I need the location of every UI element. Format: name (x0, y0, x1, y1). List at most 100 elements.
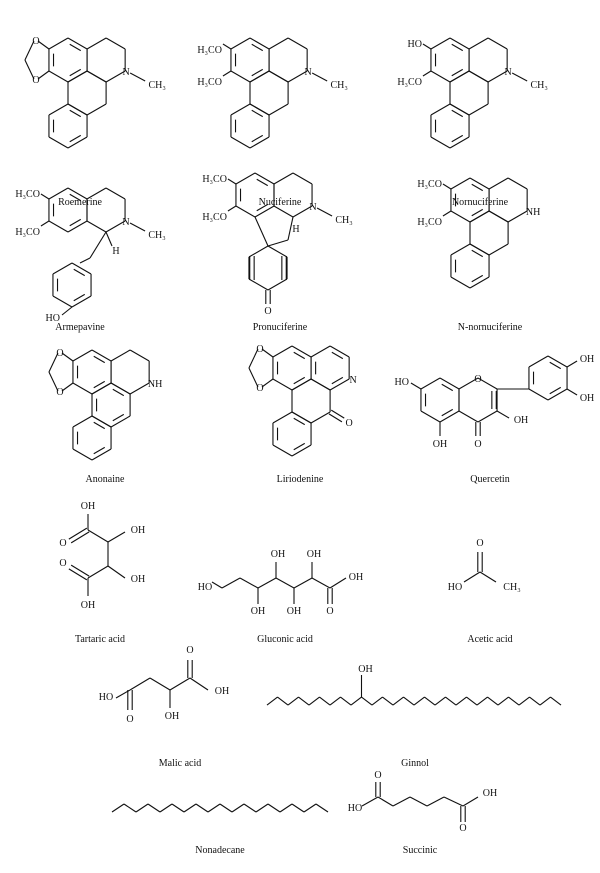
bond (256, 203, 269, 212)
atom-label: HO (348, 803, 362, 814)
bond (105, 70, 126, 83)
bond (442, 210, 452, 217)
bond (424, 696, 436, 706)
atom-label: O (264, 306, 271, 317)
bond (487, 37, 508, 50)
bond (328, 413, 343, 423)
bond (329, 696, 341, 706)
atom-label: CH₃ (530, 80, 547, 91)
bond (287, 70, 308, 83)
atom-label: O (476, 538, 483, 549)
bond (487, 70, 508, 83)
bond (469, 276, 490, 289)
bond (310, 411, 331, 424)
bond (479, 571, 497, 583)
atom-label: OH (483, 788, 497, 799)
bond (235, 205, 256, 218)
compound-name: Malic acid (159, 758, 201, 769)
bond (450, 243, 471, 256)
atom-label: O (59, 558, 66, 569)
bond (251, 43, 264, 52)
bond (455, 696, 467, 706)
atom-label: O (56, 348, 63, 359)
bond (67, 37, 88, 50)
bond (222, 43, 232, 50)
bond (230, 37, 251, 50)
bond (315, 803, 329, 813)
bond (159, 803, 173, 813)
atom-label: N (505, 67, 512, 78)
bond (329, 345, 350, 358)
bond (48, 136, 69, 149)
bond (451, 43, 464, 52)
bond (463, 571, 481, 583)
bond (361, 696, 373, 706)
bond (251, 134, 264, 143)
bond (410, 382, 422, 390)
compound-name: Liriodenine (277, 474, 324, 485)
bond (86, 220, 107, 233)
atom-label: H₃CO (197, 77, 222, 88)
bond (69, 193, 82, 202)
bond (477, 377, 498, 390)
bond (248, 245, 269, 258)
compound-name: Nonadecane (195, 845, 245, 856)
atom-label: O (374, 770, 381, 781)
atom-label: O (126, 714, 133, 725)
bond (123, 803, 137, 813)
bond (48, 352, 59, 373)
atom-label: O (186, 645, 193, 656)
bond (549, 386, 562, 395)
bond (311, 577, 331, 589)
bond (476, 696, 488, 706)
bond (71, 295, 92, 308)
bond (471, 183, 484, 192)
bond (308, 696, 320, 706)
bond (86, 37, 107, 50)
atom-label: OH (251, 606, 265, 617)
bond (449, 37, 470, 50)
bond (67, 136, 88, 149)
bond (70, 531, 90, 544)
atom-label: CH₃ (148, 80, 165, 91)
bond (566, 360, 578, 368)
bond (261, 348, 274, 358)
bond (129, 72, 146, 82)
bond (422, 70, 432, 77)
bond (272, 411, 293, 424)
bond (331, 376, 344, 385)
bond (451, 109, 464, 118)
compound-name: Nornuciferine (452, 197, 509, 208)
bond (249, 37, 270, 50)
bond (231, 803, 245, 813)
bond (279, 803, 293, 813)
atom-label: HO (46, 313, 60, 324)
bond (91, 349, 112, 362)
bond (291, 444, 312, 457)
bond (87, 529, 109, 543)
compound-name: Acetic acid (467, 634, 512, 645)
atom-label: NH (526, 207, 540, 218)
bond (443, 796, 464, 807)
bond (528, 355, 549, 368)
compound-name: Nuciferine (259, 197, 302, 208)
bond (61, 382, 74, 392)
bond (251, 109, 264, 118)
atom-label: HO (448, 582, 462, 593)
compound-name: Armepavine (55, 322, 105, 333)
bond (441, 408, 454, 417)
bond (361, 796, 379, 807)
atom-label: H₃CO (202, 174, 227, 185)
atom-label: HO (394, 377, 408, 388)
bond (466, 696, 478, 706)
bond (420, 377, 441, 390)
atom-label: OH (165, 711, 179, 722)
bond (292, 172, 313, 185)
bond (72, 448, 93, 461)
bond (221, 577, 241, 589)
compound-name: Roemerine (58, 197, 102, 208)
bond (135, 803, 149, 813)
bond (268, 70, 289, 83)
bond (69, 134, 82, 143)
bond (254, 172, 275, 185)
